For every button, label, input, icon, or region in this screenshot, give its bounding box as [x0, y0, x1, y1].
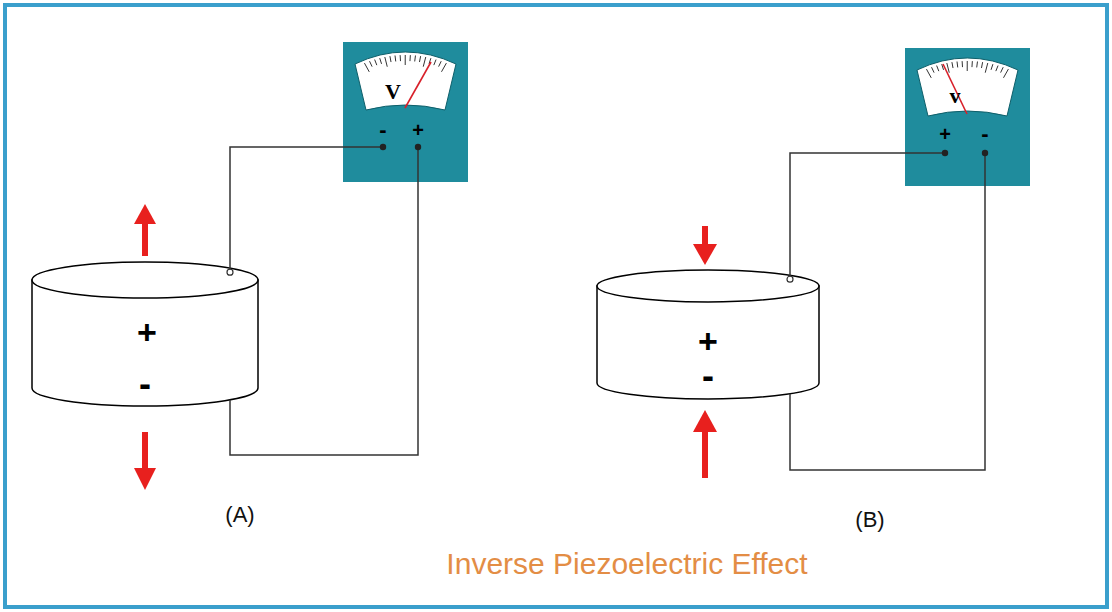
crystal-top: [597, 270, 819, 302]
wire-stub: [229, 400, 231, 410]
dial-tick: [419, 56, 420, 62]
wire-stub: [905, 152, 945, 154]
wire-stub: [789, 394, 791, 403]
meter-terminal: [982, 150, 988, 156]
compress-arrow: [693, 410, 717, 432]
crystal-body: [32, 280, 258, 406]
meter-face: [343, 42, 468, 182]
meter-needle: [943, 64, 967, 114]
dial-tick: [375, 60, 377, 66]
dial-tick: [996, 66, 998, 72]
dial-tick: [405, 55, 406, 65]
meter-symbol: v: [950, 85, 961, 107]
dial-tick: [971, 61, 972, 67]
polarity-sign: +: [698, 324, 718, 358]
meter-case: [343, 42, 468, 182]
meter-dial: [917, 58, 1018, 116]
dial-tick: [926, 69, 931, 78]
dial-tick: [439, 61, 442, 66]
wire-stub: [417, 147, 419, 182]
dial-tick: [409, 55, 410, 61]
dial-tick: [937, 66, 939, 72]
connecting-wire: [790, 153, 905, 268]
polarity-sign: +: [137, 315, 157, 349]
dial-tick: [1003, 69, 1008, 78]
voltmeter: V - +: [343, 42, 468, 182]
dial-tick: [962, 61, 963, 67]
stretch-arrow: [142, 432, 148, 470]
dial-tick: [441, 63, 446, 72]
crystal-body: [597, 286, 819, 399]
dial-tick: [380, 58, 382, 64]
wire-stub: [984, 153, 986, 186]
panel-label: (B): [855, 508, 884, 532]
stretch-arrow: [134, 204, 156, 224]
dial-tick: [932, 67, 935, 72]
meter-face: [905, 48, 1030, 186]
dial-tick: [423, 57, 426, 67]
terminal-sign: +: [939, 124, 951, 144]
dial-tick: [967, 61, 968, 71]
dial-tick: [1001, 67, 1004, 72]
caption: Inverse Piezoelectric Effect: [446, 547, 807, 580]
terminal-sign: -: [981, 123, 988, 145]
dial-tick: [976, 62, 978, 68]
meter-terminal: [942, 150, 948, 156]
panel-label: (A): [225, 503, 254, 527]
dial-tick: [952, 62, 953, 68]
dial-tick: [390, 56, 391, 62]
meter-terminal: [380, 144, 386, 150]
meter-dial: [355, 52, 456, 110]
dial-tick: [434, 60, 436, 66]
piezo-crystal: +-: [595, 268, 821, 403]
piezo-crystal: +-: [30, 260, 260, 410]
compress-arrow: [702, 430, 708, 478]
connecting-wire: [230, 147, 343, 260]
dial-tick: [991, 64, 993, 70]
meter-terminal: [415, 144, 421, 150]
stretch-arrow: [142, 220, 148, 256]
compress-arrow: [693, 244, 717, 265]
compress-arrow: [702, 226, 708, 246]
voltmeter: v + -: [905, 48, 1030, 186]
wire-stub: [343, 146, 383, 148]
dial-tick: [957, 62, 959, 68]
dial-tick: [364, 63, 369, 72]
dial-tick: [395, 56, 397, 62]
dial-tick: [985, 63, 988, 73]
polarity-sign: -: [702, 358, 714, 394]
polarity-sign: -: [139, 366, 151, 402]
terminal-sign: -: [379, 119, 386, 141]
dial-tick: [981, 62, 982, 68]
stretch-arrow: [134, 468, 156, 490]
meter-symbol: V: [385, 81, 401, 103]
crystal-top: [32, 262, 258, 298]
electrode-terminal: [227, 269, 233, 275]
terminal-sign: +: [412, 120, 424, 140]
meter-case: [905, 48, 1030, 186]
dial-tick: [414, 56, 416, 62]
meter-needle: [405, 62, 431, 108]
dial-tick: [370, 61, 373, 66]
dial-tick: [400, 55, 401, 61]
dial-tick: [385, 57, 387, 67]
electrode-terminal: [787, 276, 793, 282]
